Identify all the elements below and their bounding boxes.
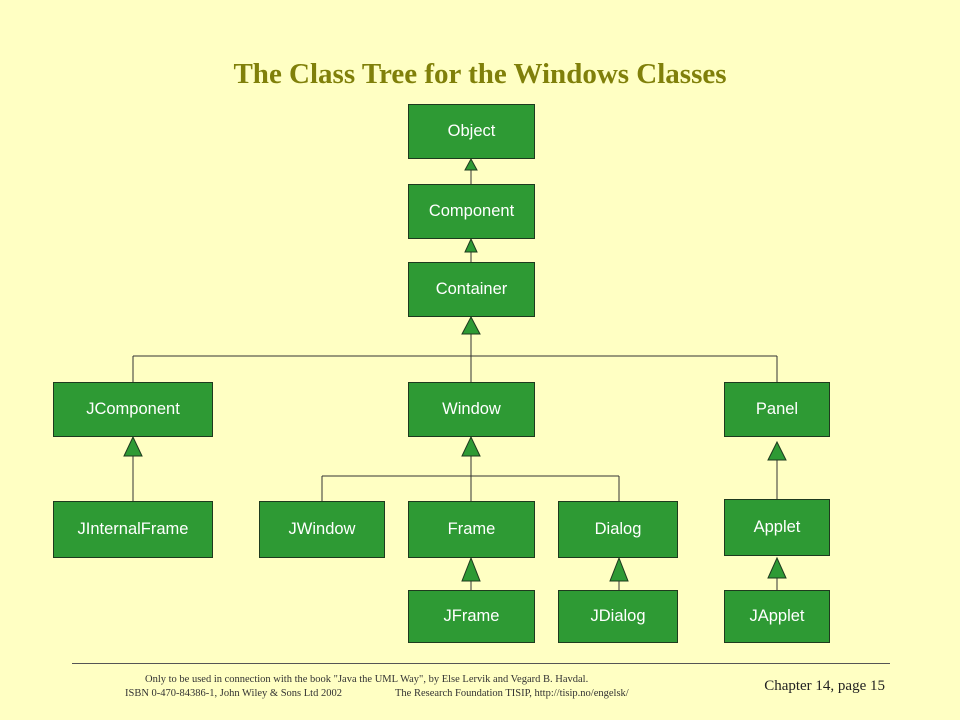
inheritance-arrowhead <box>461 556 481 582</box>
class-jframe: JFrame <box>408 590 535 643</box>
inheritance-arrowhead <box>461 315 481 335</box>
class-component: Component <box>408 184 535 239</box>
footer-isbn: ISBN 0-470-84386-1, John Wiley & Sons Lt… <box>125 688 342 699</box>
inheritance-arrowhead <box>464 237 478 253</box>
footer-publisher: The Research Foundation TISIP, http://ti… <box>395 688 629 699</box>
inheritance-arrowhead <box>461 435 481 457</box>
class-jwindow: JWindow <box>259 501 385 558</box>
class-container: Container <box>408 262 535 317</box>
inheritance-arrowhead <box>609 556 629 582</box>
class-panel: Panel <box>724 382 830 437</box>
class-dialog: Dialog <box>558 501 678 558</box>
class-frame: Frame <box>408 501 535 558</box>
footer-divider <box>72 663 890 664</box>
inheritance-arrowhead <box>767 440 787 461</box>
class-object: Object <box>408 104 535 159</box>
class-jinternalframe: JInternalFrame <box>53 501 213 558</box>
class-japplet: JApplet <box>724 590 830 643</box>
class-jdialog: JDialog <box>558 590 678 643</box>
footer-copyright-line1: Only to be used in connection with the b… <box>145 674 589 685</box>
diagram-title: The Class Tree for the Windows Classes <box>233 58 727 90</box>
inheritance-arrowhead <box>464 157 478 171</box>
inheritance-arrowhead <box>767 556 787 579</box>
inheritance-arrowhead <box>123 435 143 457</box>
class-applet: Applet <box>724 499 830 556</box>
page-number: Chapter 14, page 15 <box>764 678 885 694</box>
class-jcomponent: JComponent <box>53 382 213 437</box>
class-window: Window <box>408 382 535 437</box>
